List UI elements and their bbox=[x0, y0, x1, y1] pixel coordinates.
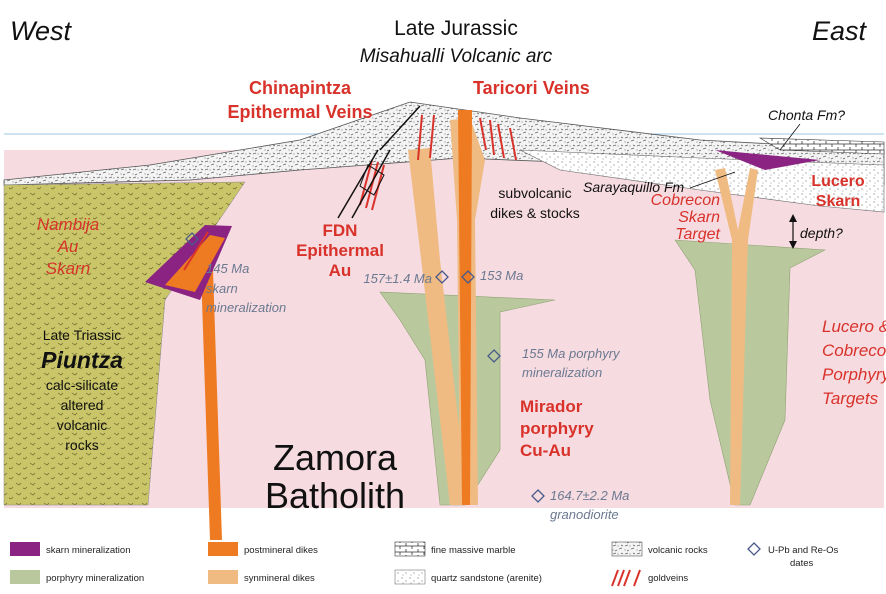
label-piuntza-age: Late Triassic bbox=[43, 327, 122, 343]
label-date-145: 145 Ma bbox=[206, 261, 249, 276]
label-date-157: 157±1.4 Ma bbox=[363, 271, 432, 286]
legend-swatch-volcanic bbox=[612, 542, 642, 556]
label-mirador-2: porphyry bbox=[520, 419, 594, 438]
label-zamora: Zamora bbox=[273, 437, 398, 478]
legend-dates: U-Pb and Re-Os bbox=[768, 545, 838, 556]
label-lucero-porphyry-3: Porphyry bbox=[822, 365, 886, 384]
label-chinapintza-2: Epithermal Veins bbox=[227, 102, 372, 122]
legend-swatch-sandstone bbox=[395, 570, 425, 584]
label-piuntza: Piuntza bbox=[41, 347, 123, 373]
legend-dates-2: dates bbox=[790, 558, 813, 569]
label-nambija: Nambija bbox=[37, 215, 99, 234]
legend-skarn: skarn mineralization bbox=[46, 545, 130, 556]
legend-swatch-skarn bbox=[10, 542, 40, 556]
label-date-155: 155 Ma porphyry bbox=[522, 346, 621, 361]
label-piuntza-4: altered bbox=[61, 397, 104, 413]
label-lucero-porphyry-2: Cobrecon bbox=[822, 341, 886, 360]
label-cobrecon-2: Skarn bbox=[678, 209, 720, 226]
legend: skarn mineralization porphyry mineraliza… bbox=[10, 542, 838, 586]
label-mirador: Mirador bbox=[520, 397, 583, 416]
legend-sandstone: quartz sandstone (arenite) bbox=[431, 573, 542, 584]
legend-swatch-porphyry bbox=[10, 570, 40, 584]
label-batholith: Batholith bbox=[265, 475, 405, 516]
label-cobrecon-3: Target bbox=[675, 226, 720, 243]
label-chinapintza: Chinapintza bbox=[249, 78, 352, 98]
label-mirador-3: Cu-Au bbox=[520, 441, 571, 460]
legend-swatch-dates bbox=[748, 543, 760, 555]
legend-swatch-synmineral bbox=[208, 570, 238, 584]
label-chonta: Chonta Fm? bbox=[768, 107, 845, 123]
label-fdn-2: Epithermal bbox=[296, 241, 384, 260]
label-depth: depth? bbox=[800, 225, 843, 241]
label-nambija-2: Au bbox=[57, 237, 79, 256]
label-date-155-2: mineralization bbox=[522, 365, 602, 380]
label-date-164-2: granodiorite bbox=[550, 507, 619, 522]
label-nambija-3: Skarn bbox=[46, 259, 90, 278]
label-subvolcanic: subvolcanic bbox=[498, 185, 571, 201]
legend-postmineral: postmineral dikes bbox=[244, 545, 318, 556]
label-fdn: FDN bbox=[323, 221, 358, 240]
label-west: West bbox=[10, 16, 73, 46]
legend-swatch-goldveins bbox=[612, 570, 640, 586]
legend-synmineral: synmineral dikes bbox=[244, 573, 315, 584]
label-date-145-3: mineralization bbox=[206, 300, 286, 315]
label-lucero-skarn-2: Skarn bbox=[816, 193, 860, 210]
label-subvolcanic-2: dikes & stocks bbox=[490, 205, 579, 221]
label-misahualli: Misahualli Volcanic arc bbox=[360, 46, 553, 67]
label-date-164: 164.7±2.2 Ma bbox=[550, 488, 629, 503]
label-cobrecon: Cobrecon bbox=[651, 192, 720, 209]
label-date-145-2: skarn bbox=[206, 281, 238, 296]
label-east: East bbox=[812, 16, 868, 46]
legend-swatch-marble bbox=[395, 542, 425, 556]
label-taricori: Taricori Veins bbox=[473, 78, 590, 98]
label-lucero-skarn: Lucero bbox=[811, 173, 865, 190]
label-date-153: 153 Ma bbox=[480, 268, 523, 283]
legend-volcanic: volcanic rocks bbox=[648, 545, 708, 556]
label-fdn-3: Au bbox=[329, 261, 352, 280]
label-late-jurassic: Late Jurassic bbox=[394, 17, 518, 40]
label-piuntza-3: calc-silicate bbox=[46, 377, 119, 393]
label-piuntza-5: volcanic bbox=[57, 417, 108, 433]
label-piuntza-6: rocks bbox=[65, 437, 98, 453]
legend-marble: fine massive marble bbox=[431, 545, 515, 556]
label-lucero-porphyry: Lucero & bbox=[822, 317, 886, 336]
legend-goldveins: goldveins bbox=[648, 573, 688, 584]
label-lucero-porphyry-4: Targets bbox=[822, 389, 879, 408]
legend-swatch-postmineral bbox=[208, 542, 238, 556]
legend-porphyry: porphyry mineralization bbox=[46, 573, 144, 584]
